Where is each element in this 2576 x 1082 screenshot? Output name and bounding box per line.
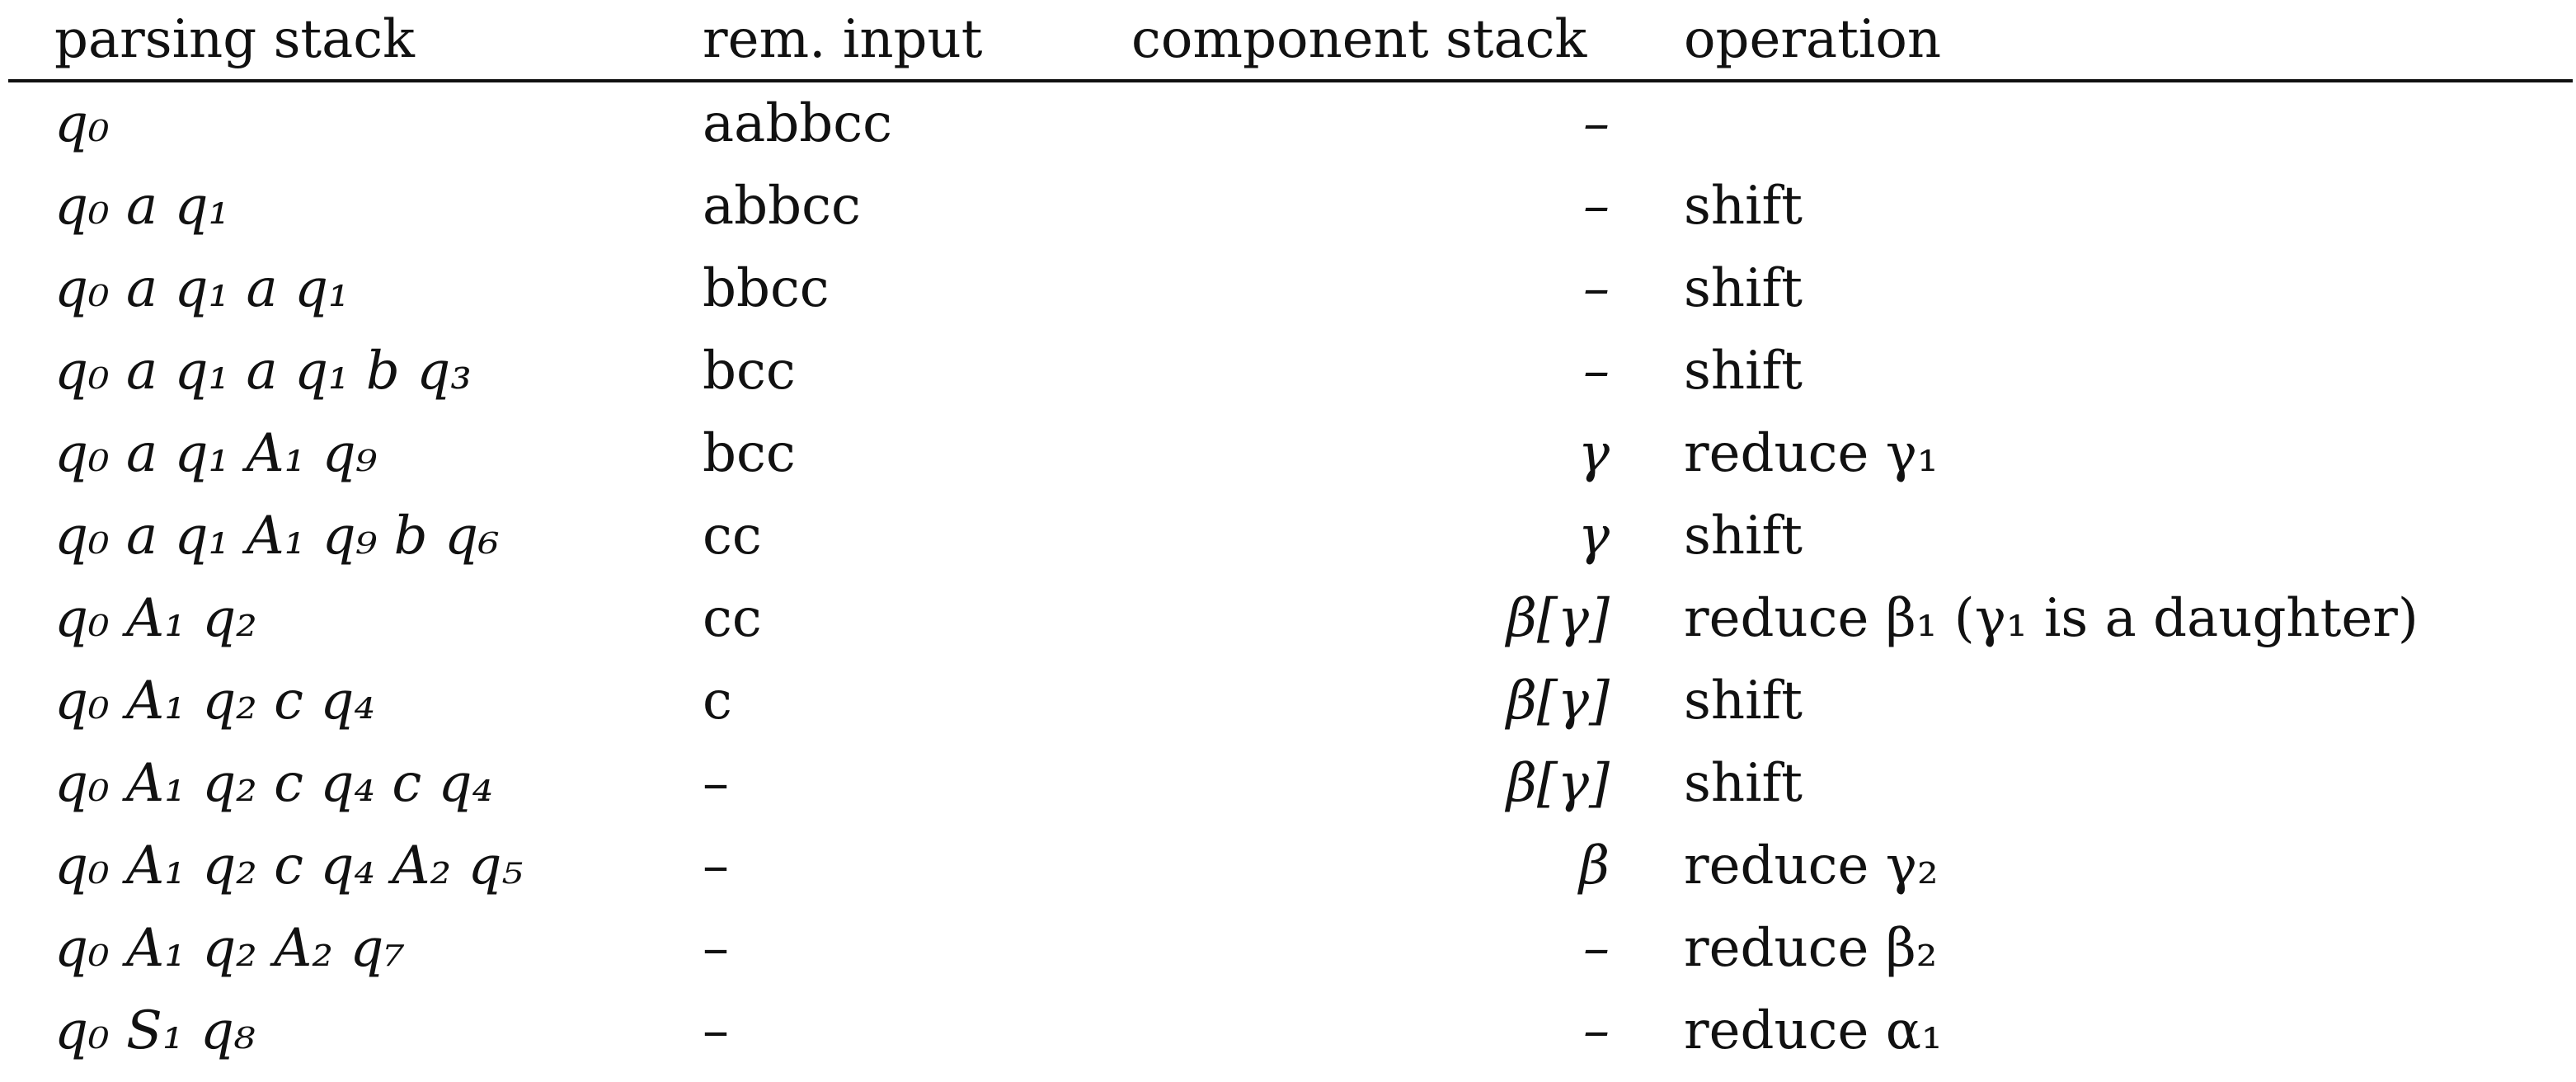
rem-input-cell: – — [703, 835, 729, 896]
table-row: q₀ A₁ q₂ A₂ q₇ – – reduce β₂ — [8, 907, 2573, 990]
rem-input-cell: c — [703, 670, 732, 732]
component-stack-cell: – — [1583, 918, 1610, 979]
parsing-stack-cell: q₀ a q₁ A₁ q₉ b q₆ — [54, 506, 500, 567]
rem-input-cell: aabbcc — [703, 93, 892, 154]
table-row: q₀ A₁ q₂ c q₄ c β[γ] shift — [8, 660, 2573, 742]
component-stack-cell: – — [1583, 341, 1610, 402]
parsing-stack-cell: q₀ A₁ q₂ c q₄ — [54, 670, 375, 732]
parsing-stack-cell: q₀ A₁ q₂ c q₄ A₂ q₅ — [54, 835, 524, 896]
operation-cell — [1684, 81, 2573, 165]
operation-cell: shift — [1684, 341, 1803, 402]
rem-input-cell: – — [703, 1000, 729, 1061]
rem-input-cell: – — [703, 918, 729, 979]
operation-cell: shift — [1684, 176, 1803, 237]
rem-input-cell: – — [703, 753, 729, 814]
table-row: q₀ a q₁ a q₁ bbcc – shift — [8, 247, 2573, 330]
table-row: q₀ A₁ q₂ c q₄ c q₄ – β[γ] shift — [8, 742, 2573, 825]
table-row: q₀ A₁ q₂ c q₄ A₂ q₅ – β reduce γ₂ — [8, 825, 2573, 907]
table-row: q₀ S₁ q₈ – – reduce α₁ — [8, 990, 2573, 1072]
table-row: q₀ a q₁ a q₁ b q₃ bcc – shift — [8, 330, 2573, 412]
table-row: q₀ a q₁ A₁ q₉ b q₆ cc γ shift — [8, 495, 2573, 577]
parsing-stack-cell: q₀ a q₁ — [54, 176, 230, 237]
rem-input-cell: cc — [703, 588, 762, 649]
component-stack-cell: β[γ] — [1506, 588, 1610, 649]
header-component-stack: component stack — [1131, 9, 1587, 70]
header-operation: operation — [1684, 9, 1942, 70]
component-stack-cell: γ — [1577, 506, 1610, 567]
parsing-stack-cell: q₀ a q₁ A₁ q₉ — [54, 423, 378, 484]
parsing-stack-cell: q₀ a q₁ a q₁ b q₃ — [54, 341, 472, 402]
header-rem-input: rem. input — [703, 9, 983, 70]
component-stack-cell: – — [1583, 93, 1610, 154]
rem-input-cell: bcc — [703, 423, 796, 484]
component-stack-cell: γ — [1577, 423, 1610, 484]
component-stack-cell: β[γ] — [1506, 753, 1610, 814]
rem-input-cell: bcc — [703, 341, 796, 402]
table-body: q₀ aabbcc – q₀ a q₁ abbcc – shift q₀ a q… — [8, 81, 2573, 1072]
operation-cell: shift — [1684, 753, 1803, 814]
table-row: q₀ a q₁ abbcc – shift — [8, 165, 2573, 247]
rem-input-cell: bbcc — [703, 258, 830, 319]
parsing-stack-cell: q₀ — [54, 93, 110, 154]
parsing-stack-cell: q₀ a q₁ a q₁ — [54, 258, 350, 319]
parsing-stack-cell: q₀ A₁ q₂ — [54, 588, 257, 649]
component-stack-cell: – — [1583, 1000, 1610, 1061]
operation-cell: reduce γ₂ — [1684, 835, 1939, 896]
operation-cell: reduce γ₁ — [1684, 423, 1939, 484]
component-stack-cell: β — [1579, 835, 1610, 896]
table-row: q₀ A₁ q₂ cc β[γ] reduce β₁ (γ₁ is a daug… — [8, 577, 2573, 660]
parsing-stack-cell: q₀ S₁ q₈ — [54, 1000, 256, 1061]
parse-trace-table: parsing stack rem. input component stack… — [8, 0, 2573, 1072]
table-row: q₀ aabbcc – — [8, 81, 2573, 165]
table-header: parsing stack rem. input component stack… — [8, 0, 2573, 81]
operation-cell: shift — [1684, 258, 1803, 319]
parsing-stack-cell: q₀ A₁ q₂ A₂ q₇ — [54, 918, 405, 979]
component-stack-cell: – — [1583, 176, 1610, 237]
rem-input-cell: cc — [703, 506, 762, 567]
header-parsing-stack: parsing stack — [54, 9, 415, 70]
header-row: parsing stack rem. input component stack… — [8, 0, 2573, 81]
operation-cell: reduce α₁ — [1684, 1000, 1943, 1061]
rem-input-cell: abbcc — [703, 176, 861, 237]
component-stack-cell: – — [1583, 258, 1610, 319]
operation-cell: shift — [1684, 506, 1803, 567]
operation-cell: reduce β₂ — [1684, 918, 1938, 979]
table-row: q₀ a q₁ A₁ q₉ bcc γ reduce γ₁ — [8, 412, 2573, 495]
parsing-stack-cell: q₀ A₁ q₂ c q₄ c q₄ — [54, 753, 494, 814]
operation-cell: shift — [1684, 670, 1803, 732]
operation-cell: reduce β₁ (γ₁ is a daughter) — [1684, 588, 2419, 649]
component-stack-cell: β[γ] — [1506, 670, 1610, 732]
